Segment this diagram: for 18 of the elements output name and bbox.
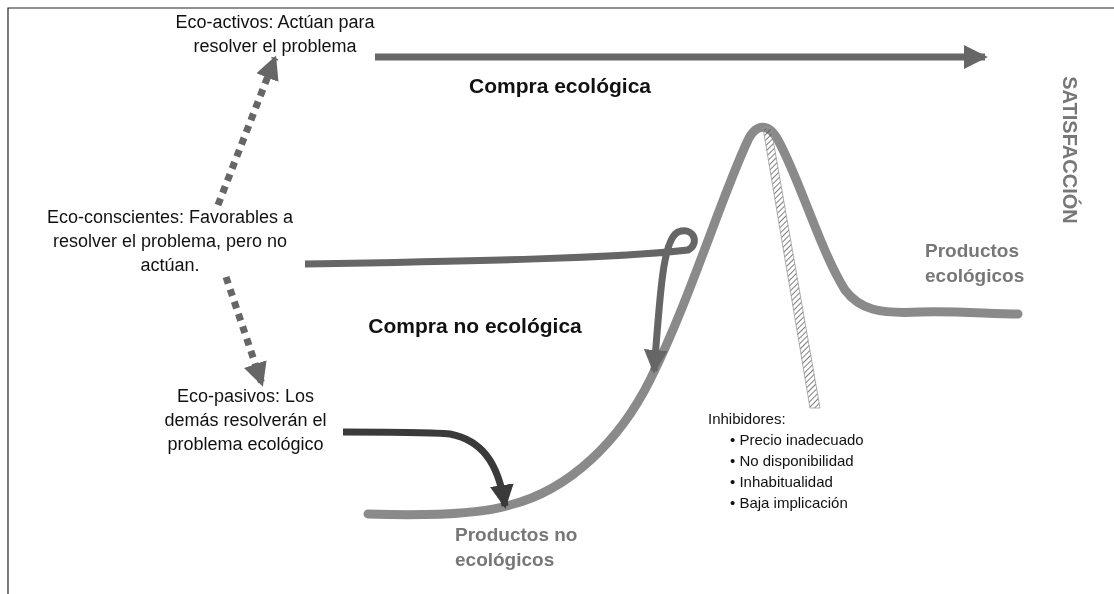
list-item: • Inhabitualidad bbox=[730, 472, 834, 492]
curve-line bbox=[363, 122, 1023, 520]
arrow bbox=[214, 55, 279, 207]
group-description: Eco-activos: Actúan para resolver el problema bbox=[175, 10, 375, 58]
curve-label: Productos ecológicos bbox=[925, 239, 1026, 288]
section-title: Compra ecológica bbox=[467, 74, 653, 98]
list-item: • Baja implicación bbox=[730, 493, 849, 513]
arrow bbox=[222, 275, 267, 387]
list-item: • No disponibilidad bbox=[730, 451, 855, 471]
arrow bbox=[304, 227, 698, 374]
curve-label: Productos no ecológicos bbox=[455, 523, 579, 572]
list-heading: Inhibidores: bbox=[708, 409, 787, 429]
group-description: Eco-pasivos: Los demás resolverán el problema ecológico bbox=[148, 384, 343, 456]
list-item: • Precio inadecuado bbox=[730, 430, 865, 450]
leader-line bbox=[762, 127, 821, 409]
section-title: Compra no ecológica bbox=[367, 314, 583, 338]
axis-title: SATISFACCIÓN bbox=[1058, 75, 1082, 226]
group-description: Eco-conscientes: Favorables a resolver el problema, pero no actúan. bbox=[35, 205, 305, 277]
